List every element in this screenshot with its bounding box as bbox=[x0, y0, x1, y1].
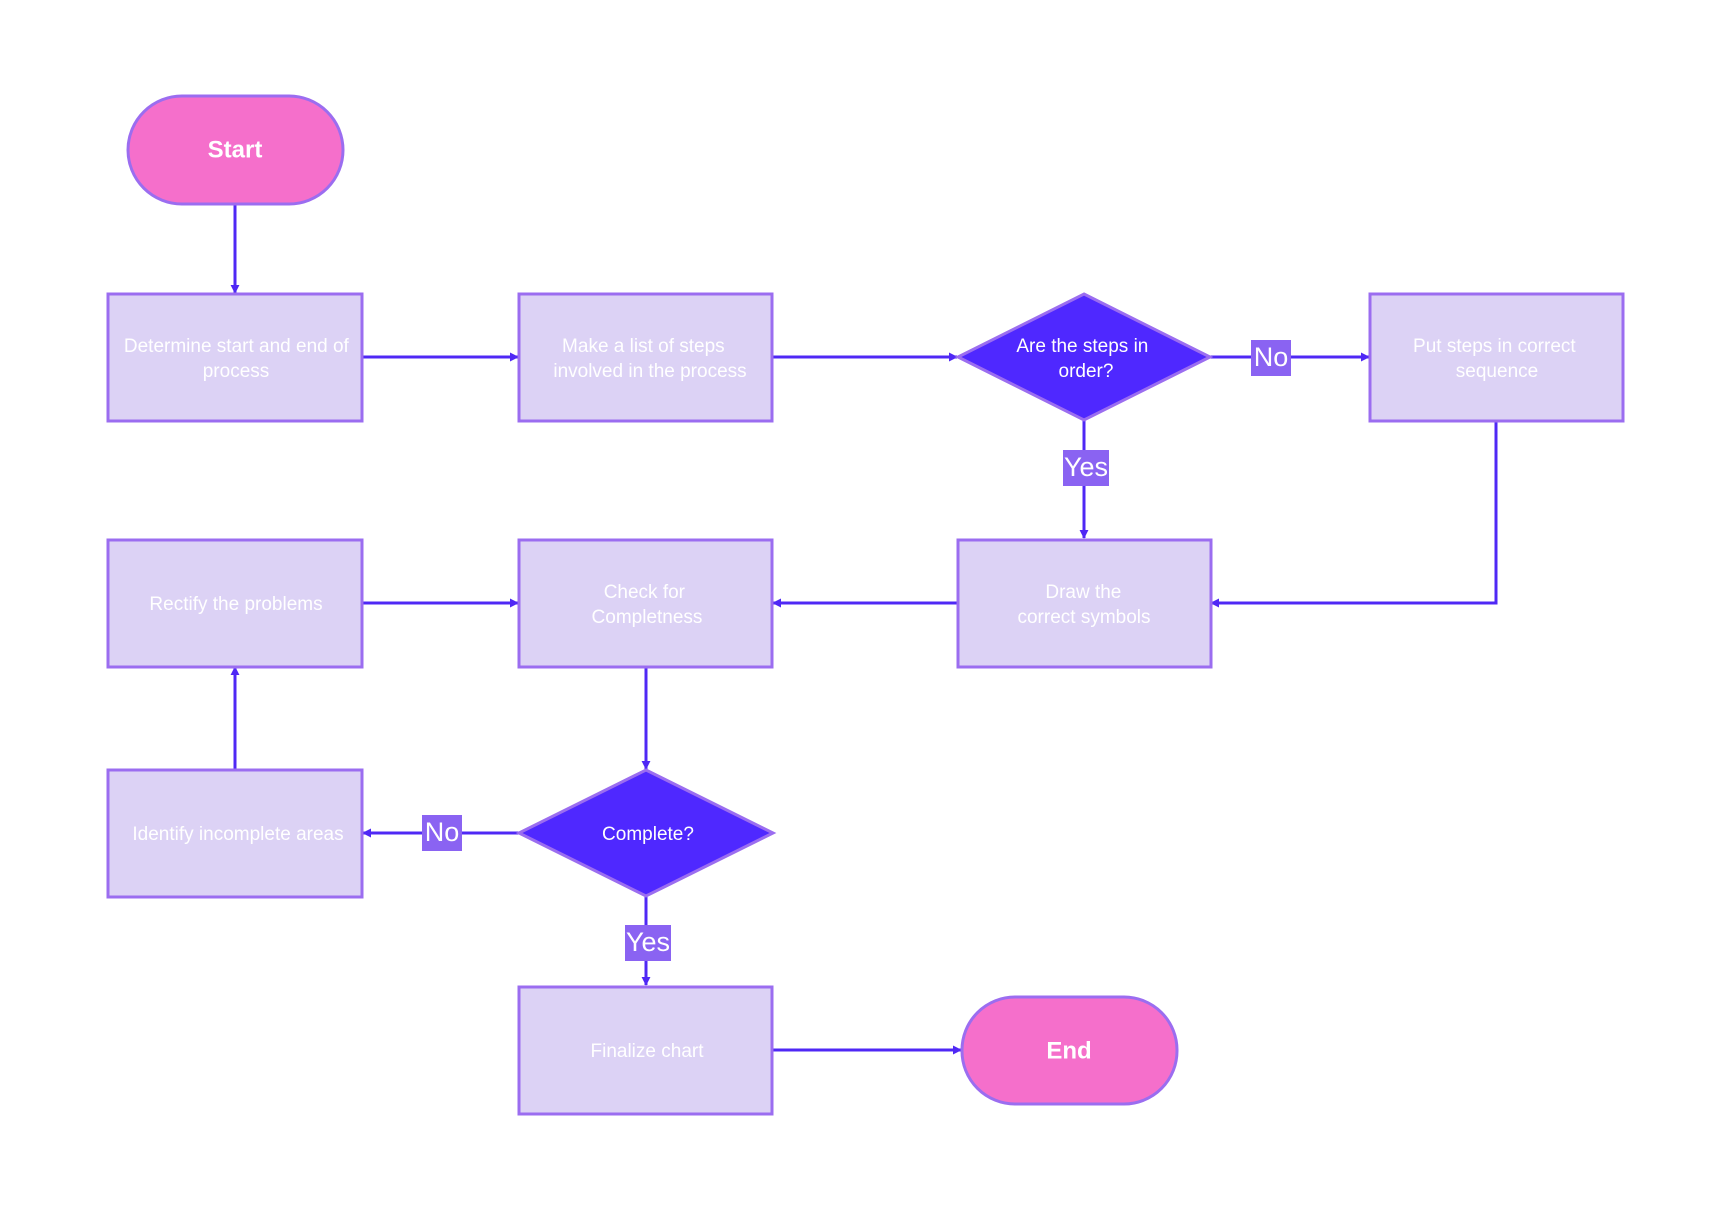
edge-label-text: Yes bbox=[626, 927, 670, 957]
process-make-list: Make a list of steps involved in the pro… bbox=[517, 292, 774, 423]
process-check: Check for Completness bbox=[517, 538, 774, 669]
decision-in-order: Are the steps in order? bbox=[954, 292, 1214, 422]
process-put-steps: Put steps in correct sequence bbox=[1368, 292, 1625, 423]
edge-label-no-2: No bbox=[422, 815, 462, 851]
edge-label-no-1: No bbox=[1251, 340, 1291, 376]
process-identify: Identify incomplete areas bbox=[106, 768, 364, 899]
process-put-steps-label: Put steps in correct sequence bbox=[1413, 336, 1581, 382]
process-check-label: Check for Completness bbox=[592, 582, 703, 628]
decision-in-order-label: Are the steps in order? bbox=[1016, 336, 1153, 382]
process-finalize-label: Finalize chart bbox=[591, 1041, 705, 1062]
edge-label-text: Yes bbox=[1064, 452, 1108, 482]
start-terminal: Start bbox=[126, 94, 345, 206]
process-draw-symbols-label: Draw the correct symbols bbox=[1017, 582, 1150, 628]
process-draw-symbols: Draw the correct symbols bbox=[956, 538, 1213, 669]
process-determine: Determine start and end of process bbox=[106, 292, 364, 423]
decision-complete: Complete? bbox=[515, 768, 777, 898]
process-rectify-label: Rectify the problems bbox=[149, 594, 322, 615]
process-rectify: Rectify the problems bbox=[106, 538, 364, 669]
edge-put-steps-to-draw-symbols bbox=[1210, 421, 1498, 608]
process-make-list-label: Make a list of steps involved in the pro… bbox=[553, 336, 746, 382]
edge-label-yes-1: Yes bbox=[1063, 450, 1109, 486]
end-terminal: End bbox=[960, 995, 1179, 1106]
process-determine-label: Determine start and end of process bbox=[124, 336, 354, 382]
process-finalize: Finalize chart bbox=[517, 985, 774, 1116]
edge-label-text: No bbox=[425, 817, 460, 847]
edge-label-text: No bbox=[1254, 342, 1289, 372]
edge-label-yes-2: Yes bbox=[625, 925, 671, 961]
start-label: Start bbox=[208, 137, 263, 164]
decision-complete-label: Complete? bbox=[602, 824, 694, 845]
edges-layer bbox=[230, 205, 1498, 1055]
end-label: End bbox=[1046, 1038, 1091, 1065]
process-identify-label: Identify incomplete areas bbox=[132, 824, 343, 845]
